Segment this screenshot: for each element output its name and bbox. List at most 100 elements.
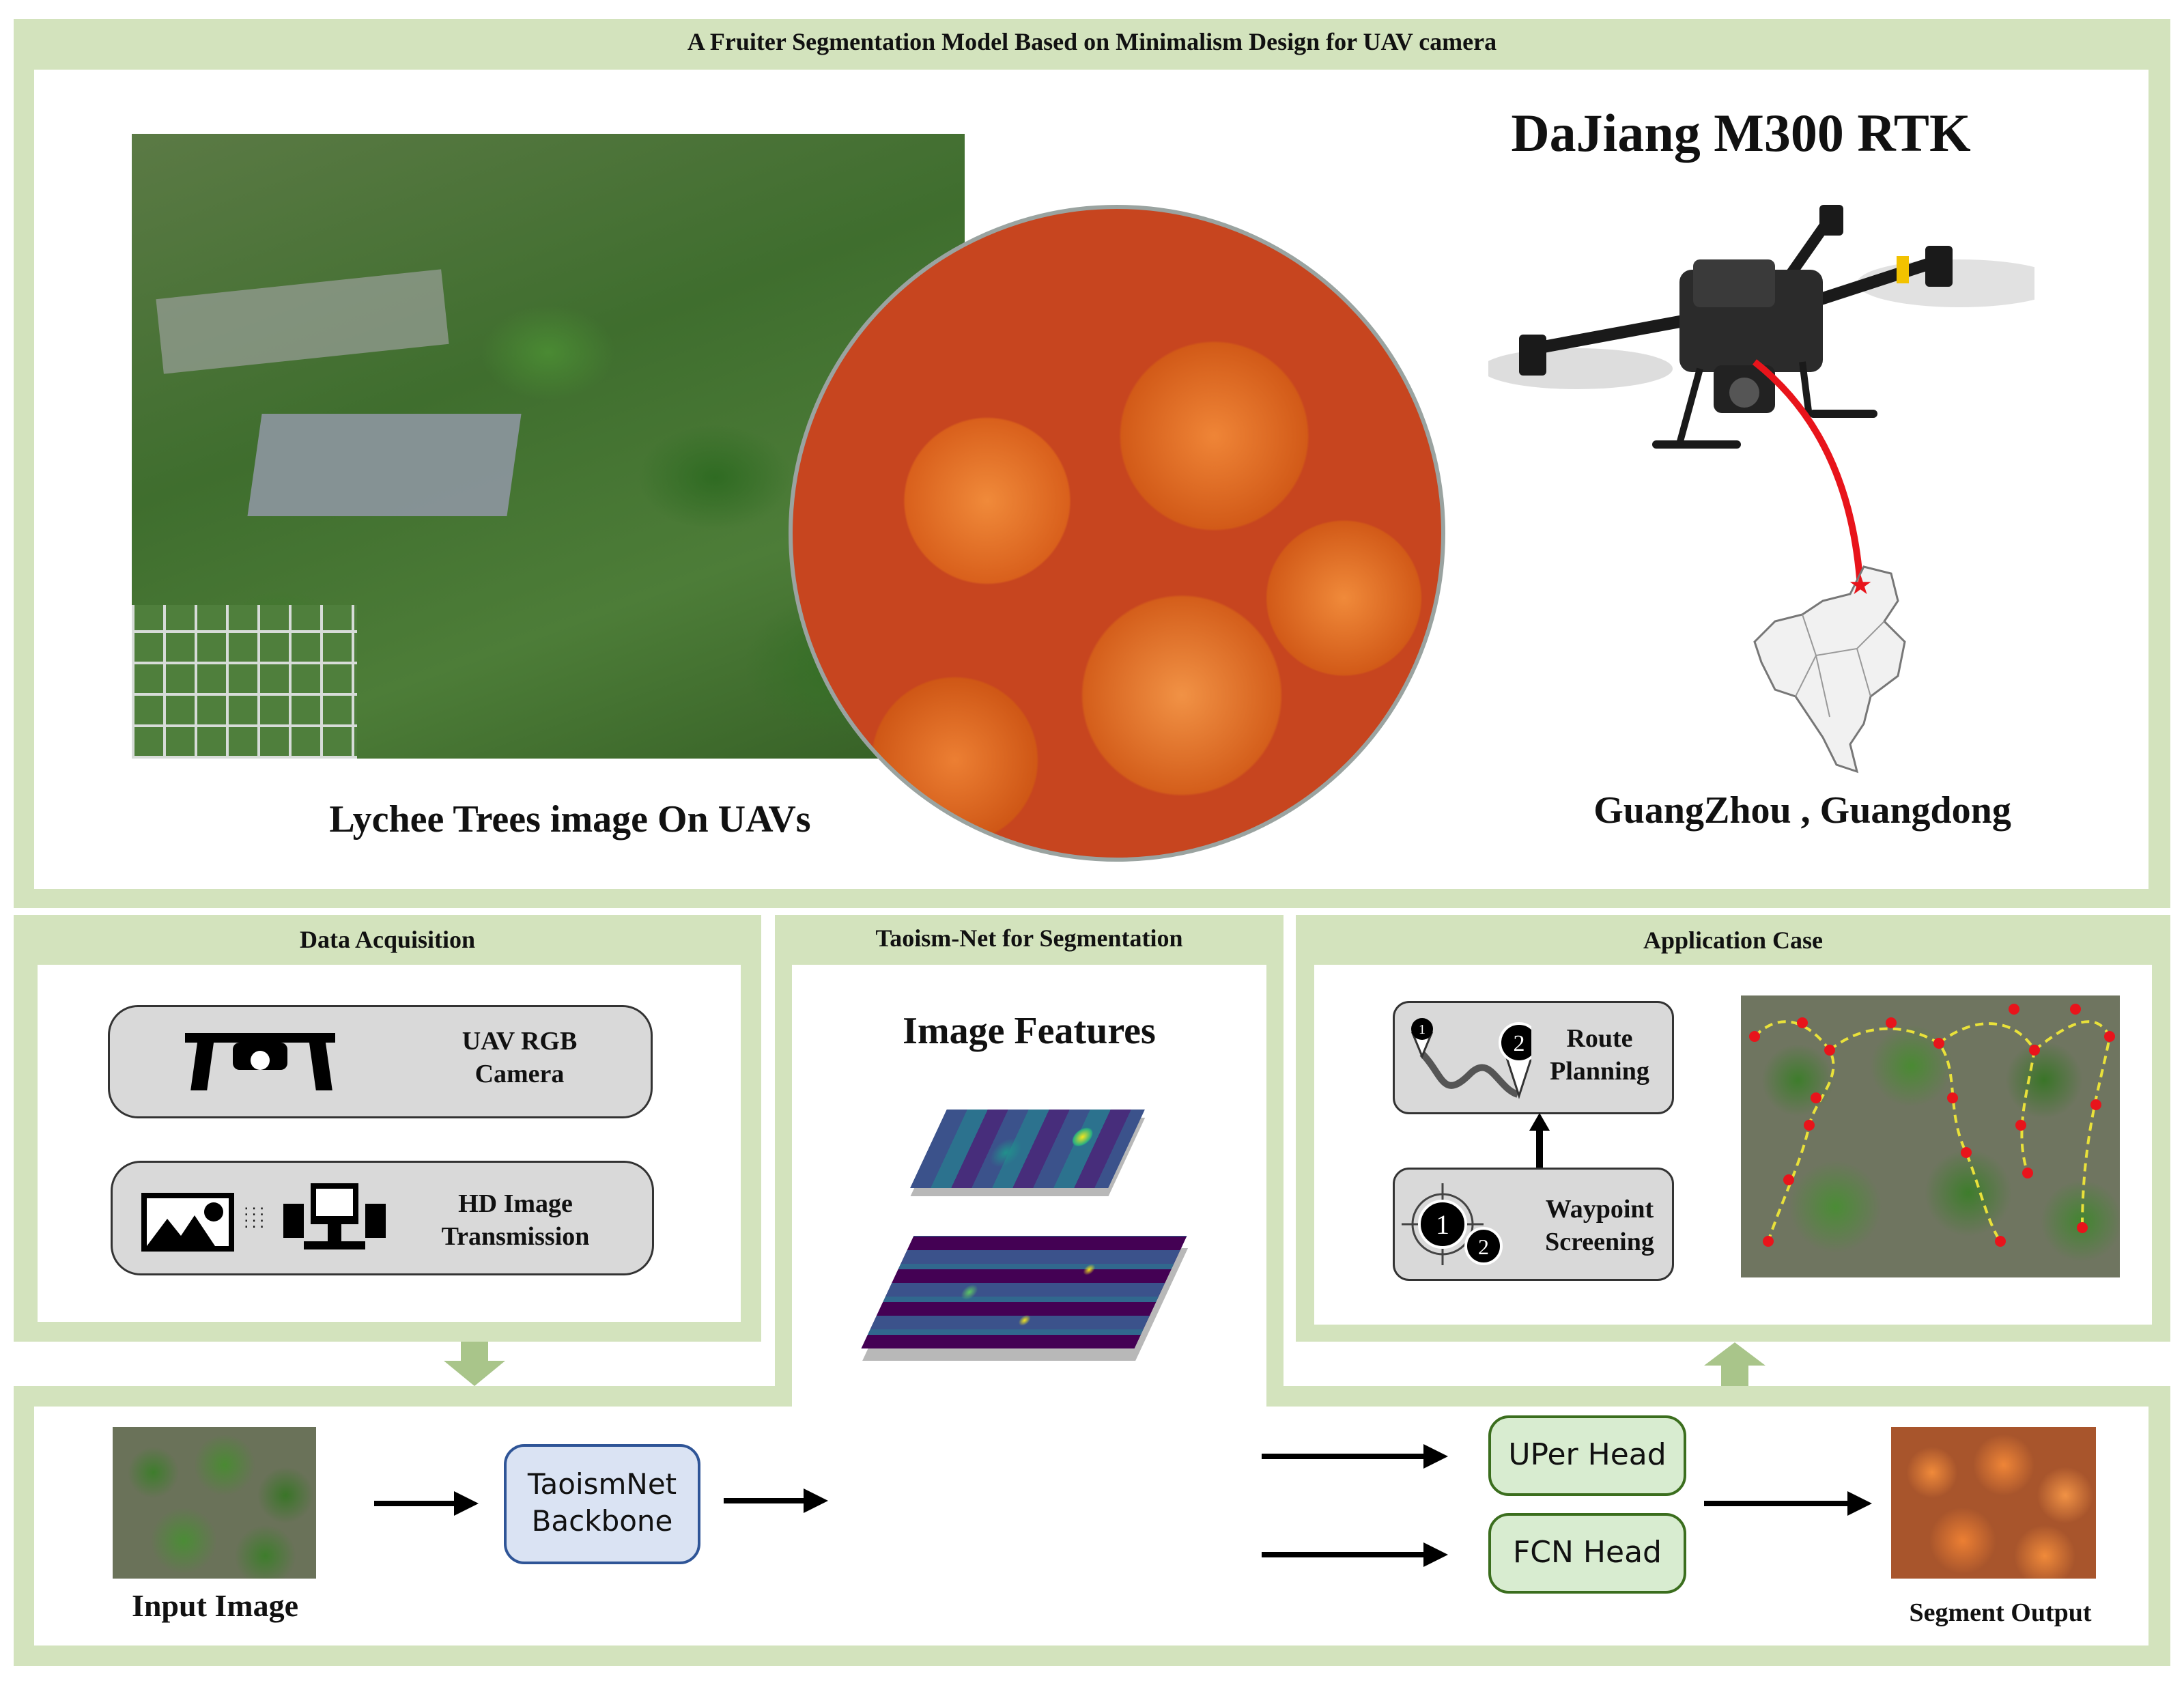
route-point — [2070, 1004, 2081, 1015]
arrow-head-4 — [1423, 1542, 1448, 1567]
waypoint-2-number: 2 — [1478, 1234, 1489, 1259]
taoismnet-backbone-box: TaoismNet Backbone — [504, 1444, 700, 1564]
location-link-arrow — [1752, 359, 1864, 588]
red-curve — [1752, 359, 1864, 588]
segment-output-label: Segment Output — [1909, 1598, 2092, 1627]
location-caption: GuangZhou , Guangdong — [1593, 789, 2011, 832]
uav-rgb-camera-box: UAV RGB Camera — [108, 1005, 653, 1118]
arrow-heads-to-output — [1704, 1501, 1851, 1506]
pin-2-number: 2 — [1514, 1031, 1525, 1056]
drone-battery — [1693, 259, 1775, 307]
waypoint-icon: 1 2 — [1402, 1183, 1503, 1265]
motor-right — [1925, 246, 1953, 287]
lychee-caption: Lychee Trees image On UAVs — [329, 798, 811, 840]
route-point — [1797, 1017, 1808, 1028]
down-arrow-icon — [444, 1342, 505, 1386]
orchard-route-photo — [1741, 995, 2120, 1277]
drone-icon-right-leg — [309, 1043, 332, 1090]
uper-head-label: UPer Head — [1508, 1437, 1667, 1472]
route-point — [2090, 1099, 2101, 1110]
up-arrow-green-icon — [1704, 1342, 1765, 1386]
route-point — [1824, 1045, 1835, 1056]
route-point — [1995, 1236, 2006, 1247]
left-propeller-blur — [1488, 348, 1673, 389]
route-dashed-path — [1753, 1020, 2112, 1243]
segmentation-panel-bridge — [792, 1386, 1266, 1413]
landing-gear-right — [1799, 361, 1813, 417]
computer-icon-speaker-left — [283, 1204, 304, 1238]
waypoint-screening-box: 1 2 Waypoint Screening — [1393, 1168, 1674, 1281]
arrow-head-1-shape — [454, 1491, 479, 1516]
route-point — [2015, 1120, 2026, 1131]
landing-skid-right — [1809, 410, 1877, 418]
arrow-backbone-to-features — [724, 1498, 806, 1503]
pipeline-panel — [34, 1407, 2148, 1645]
route-point — [1763, 1236, 1774, 1247]
arrow-head-2-shape — [804, 1488, 828, 1513]
location-star-icon: ★ — [1848, 569, 1873, 600]
waypoint-screening-line2: Screening — [1545, 1228, 1654, 1256]
uav-camera-line1: UAV RGB — [462, 1027, 578, 1056]
arrow-features-to-fcn — [1262, 1552, 1426, 1557]
route-point — [2029, 1045, 2040, 1056]
arrow-head-3-shape — [1423, 1444, 1448, 1469]
segmentation-magnifier-circle — [789, 205, 1445, 862]
route-point — [1886, 1017, 1897, 1028]
up-arrow-head — [1529, 1113, 1550, 1131]
landing-gear-left — [1676, 367, 1703, 445]
drone-illustration — [1488, 205, 2034, 449]
hd-transmission-box: :::::: HD Image Transmission — [111, 1161, 654, 1275]
waypoint-2-badge — [1464, 1227, 1503, 1265]
greenhouse-grid — [132, 605, 357, 759]
fcn-head-label: FCN Head — [1513, 1535, 1662, 1570]
uper-head-box: UPer Head — [1488, 1415, 1686, 1496]
pin-1-number: 1 — [1419, 1022, 1426, 1037]
data-acquisition-title: Data Acquisition — [299, 926, 476, 953]
route-point — [1933, 1038, 1944, 1049]
route-point — [1947, 1092, 1958, 1103]
image-icon — [141, 1193, 234, 1252]
application-title: Application Case — [1643, 927, 1824, 954]
segmentation-title: Taoism-Net for Segmentation — [875, 924, 1183, 952]
parking-area — [156, 269, 449, 374]
up-arrow-green-shaft — [1721, 1366, 1748, 1386]
guangzhou-map: ★ — [1753, 565, 1906, 774]
arrow-head-2 — [804, 1488, 828, 1513]
motor-back — [1819, 205, 1843, 236]
route-point — [1783, 1174, 1794, 1185]
route-planning-line2: Planning — [1550, 1057, 1649, 1086]
arrow-features-to-uper — [1262, 1454, 1426, 1459]
pin-1-badge — [1411, 1018, 1433, 1040]
route-point — [2022, 1168, 2033, 1178]
backbone-line2: Backbone — [531, 1504, 673, 1538]
page-title: A Fruiter Segmentation Model Based on Mi… — [687, 28, 1497, 55]
transmission-dots-icon: :::::: — [244, 1202, 268, 1232]
hd-transmission-line2: Transmission — [441, 1222, 590, 1251]
arrow-head-5-shape — [1847, 1491, 1872, 1516]
map-district-lines — [1795, 614, 1885, 718]
route-path-icon: 1 2 — [1410, 1018, 1531, 1099]
route-point — [2104, 1031, 2115, 1042]
drone-icon-top-bar — [185, 1033, 335, 1043]
building-roof — [247, 414, 522, 516]
drone-camera-lens — [1729, 378, 1759, 408]
feature-map-small — [910, 1110, 1145, 1188]
arrow-input-to-backbone — [374, 1501, 456, 1506]
image-icon-mountains — [147, 1215, 215, 1246]
drone-icon-lens — [251, 1051, 270, 1070]
landing-skid-left — [1652, 440, 1741, 449]
computer-icon-stand — [328, 1224, 341, 1241]
segment-output-thumbnail — [1891, 1427, 2096, 1579]
drone-icon — [185, 1033, 335, 1090]
motor-left — [1519, 335, 1546, 376]
drone-icon-left-leg — [190, 1043, 214, 1090]
arrow-head-4-shape — [1423, 1542, 1448, 1567]
route-point — [1804, 1120, 1815, 1131]
route-point — [2009, 1004, 2019, 1015]
route-point — [1961, 1147, 1972, 1158]
route-point — [2077, 1222, 2088, 1233]
up-arrow-icon — [1529, 1113, 1550, 1168]
image-icon-sun — [204, 1202, 223, 1221]
drone-yellow-accent — [1897, 256, 1909, 283]
arrow-head-1 — [454, 1491, 479, 1516]
